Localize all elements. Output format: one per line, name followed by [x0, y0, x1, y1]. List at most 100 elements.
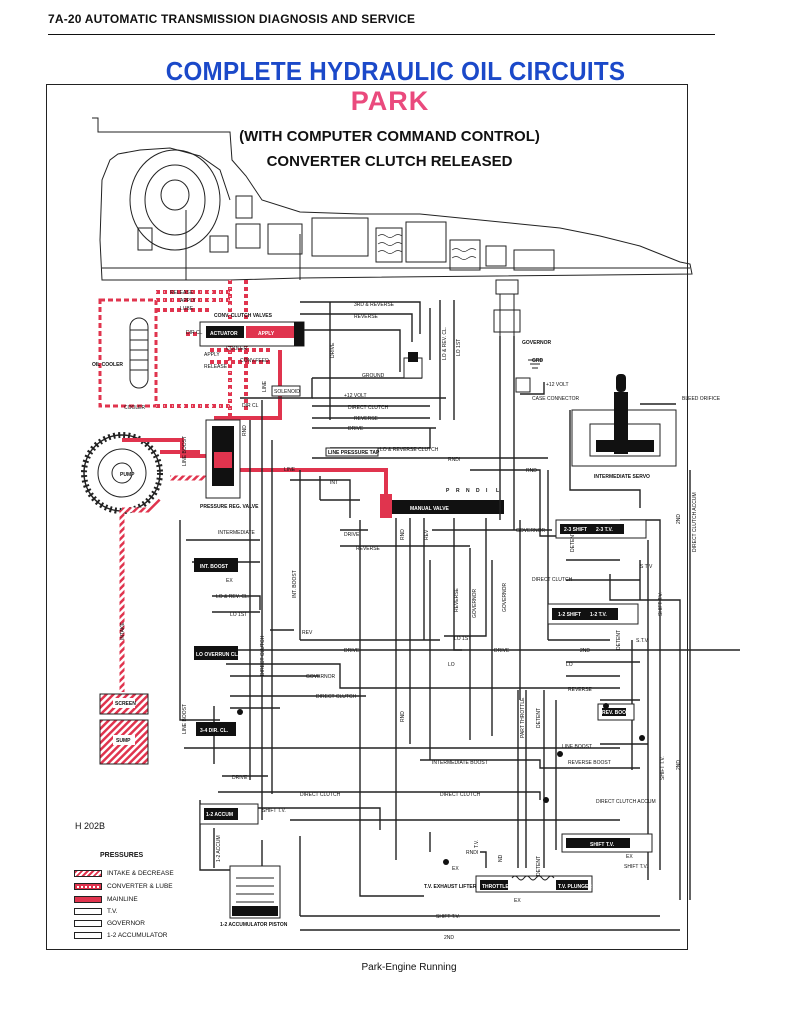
line-direct-clutch-low: DIRECT CLUTCH [300, 792, 341, 798]
label-screen: SCREEN [115, 701, 136, 707]
line-lo-right: LO [566, 662, 573, 668]
legend-label-intake: INTAKE & DECREASE [107, 869, 174, 877]
line-reverse-mid: REVERSE [356, 546, 381, 552]
oil-pump [81, 432, 163, 514]
vline-1-2-accum: 1-2 ACCUM [216, 835, 222, 862]
line-drive-mid: DRIVE [344, 532, 360, 538]
legend-label-mainline: MAINLINE [107, 895, 138, 903]
label-range-p: P [446, 488, 450, 494]
legend-label-converter: CONVERTER & LUBE [107, 882, 173, 890]
vline-shift-tv: SHIFT T.V. [658, 592, 664, 616]
line-reverse-boost: REVERSE BOOST [568, 760, 611, 766]
case-detail-coils [377, 234, 477, 260]
vline-detent-2: DETENT [570, 532, 576, 552]
line-lo-1st-mid: LO 1ST [454, 636, 471, 642]
label-pressure-reg: PRESSURE REG. VALVE [200, 504, 259, 510]
check-ball-1 [639, 735, 645, 741]
legend-label-governor: GOVERNOR [107, 919, 145, 927]
check-ball-3 [557, 751, 563, 757]
vline-rnd: RND [400, 529, 406, 540]
line-ex-2: EX [452, 866, 459, 872]
line-direct-clutch-right: DIRECT CLUTCH [532, 577, 573, 583]
label-1-2-shift: 1-2 SHIFT [558, 612, 581, 618]
legend-item-mainline: MAINLINE [74, 894, 138, 904]
line-drive-top: DRIVE [348, 426, 364, 432]
governor-assembly [493, 279, 521, 336]
swatch-tv [74, 907, 102, 915]
label-range-n: N [466, 488, 470, 494]
sump-label-bg [113, 735, 135, 745]
line-governor-left: GOVERNOR [306, 674, 336, 680]
check-ball-4 [237, 709, 243, 715]
line-ex-4: EX [626, 854, 633, 860]
int-boost-valve [194, 558, 238, 572]
shift-valve-2-3 [555, 519, 647, 539]
line-line: LINE [284, 467, 296, 473]
line-lo-rev-cl: LO & REV. CL. [216, 594, 249, 600]
vline-ind: RND [242, 425, 248, 436]
line-reverse-2: REVERSE [354, 416, 379, 422]
line-rndi: RNDI [448, 457, 460, 463]
label-rev-boost: REV. BOOST [602, 710, 632, 716]
line-ex-3: EX [514, 898, 521, 904]
legend-label-tv: T.V. [107, 907, 118, 915]
vline-lo-1st: LO 1ST [456, 339, 462, 356]
vline-2nd-low: 2ND [676, 760, 682, 770]
label-range-d: D [476, 488, 480, 494]
vline-line-boost-top: LINE BOOST [182, 436, 188, 466]
line-rndi-low: RNDI [466, 850, 478, 856]
line-release-mid: RELEASE [204, 364, 228, 370]
label-line-pressure-tap: LINE PRESSURE TAP [328, 450, 380, 456]
line-release-top: RELEASE [170, 290, 194, 296]
label-range-i: I [486, 488, 488, 494]
legend-item-converter: CONVERTER & LUBE [74, 881, 173, 891]
line-ex-1: EX [226, 578, 233, 584]
label-actuator: ACTUATOR [210, 331, 238, 337]
line-reverse-right: REVERSE [568, 687, 593, 693]
diagram-title: COMPLETE HYDRAULIC OIL CIRCUITS [165, 56, 626, 86]
line-2nd-bottom: 2ND [444, 935, 454, 941]
label-bleed-orifice: BLEED ORIFICE [682, 396, 721, 402]
vline-direct-clutch-accum: DIRECT CLUTCH ACCUM [692, 492, 698, 552]
dir-cl-valve [196, 722, 236, 736]
vline-line-boost: LINE BOOST [182, 704, 188, 734]
vline-rev: REV [424, 529, 430, 540]
label-shift-tv-left: SHIFT T.V. [262, 808, 286, 814]
label-shift-tv: SHIFT T.V. [590, 842, 615, 848]
converter-lube-lines [156, 280, 270, 420]
label-1-2-accum: 1-2 ACCUM [206, 812, 233, 818]
legend-item-governor: GOVERNOR [74, 918, 145, 928]
label-throttle: THROTTLE [482, 884, 509, 890]
line-int: INT [330, 480, 338, 486]
label-int-boost: INT. BOOST [200, 564, 228, 570]
label-apply: APPLY [258, 331, 275, 337]
ground-symbol [528, 359, 542, 369]
line-dir-cl-lower: DIR CL [242, 403, 259, 409]
line-3rd-reverse: 3RD & REVERSE [354, 302, 395, 308]
line-reverse-top: REVERSE [354, 314, 379, 320]
line-lo-mid: LO [448, 662, 455, 668]
throttle-valve [475, 875, 593, 893]
line-pressure-tap-box [325, 447, 379, 457]
vline-2nd: 2ND [676, 514, 682, 524]
line-apply-top: APPLY [180, 298, 196, 304]
line-direct-clutch-mid: DIRECT CLUTCH [316, 694, 357, 700]
line-drive-lower: DRIVE [344, 648, 360, 654]
vline-drive: DRIVE [330, 342, 336, 358]
label-range-l: L [496, 488, 499, 494]
legend-item-intake: INTAKE & DECREASE [74, 868, 174, 878]
figure-id: H 202B [75, 821, 106, 831]
intermediate-servo-body [571, 374, 677, 467]
line-line-boost: LINE BOOST [562, 744, 592, 750]
shift-tv-valve [561, 833, 653, 853]
diagram-frame [46, 84, 688, 950]
line-stv-2: S.T.V. [636, 638, 649, 644]
line-12volt: +12 VOLT [344, 393, 367, 399]
vline-rnd-2: RND [400, 711, 406, 722]
shift-valve-1-2 [547, 603, 639, 625]
line-shift-tv-bottom: SHIFT T.V. [436, 914, 460, 920]
label-case-connector: CASE CONNECTOR [532, 396, 580, 402]
oil-cooler [98, 298, 158, 408]
line-lo-rev-clutch: LO & REVERSE CLUTCH [380, 447, 439, 453]
